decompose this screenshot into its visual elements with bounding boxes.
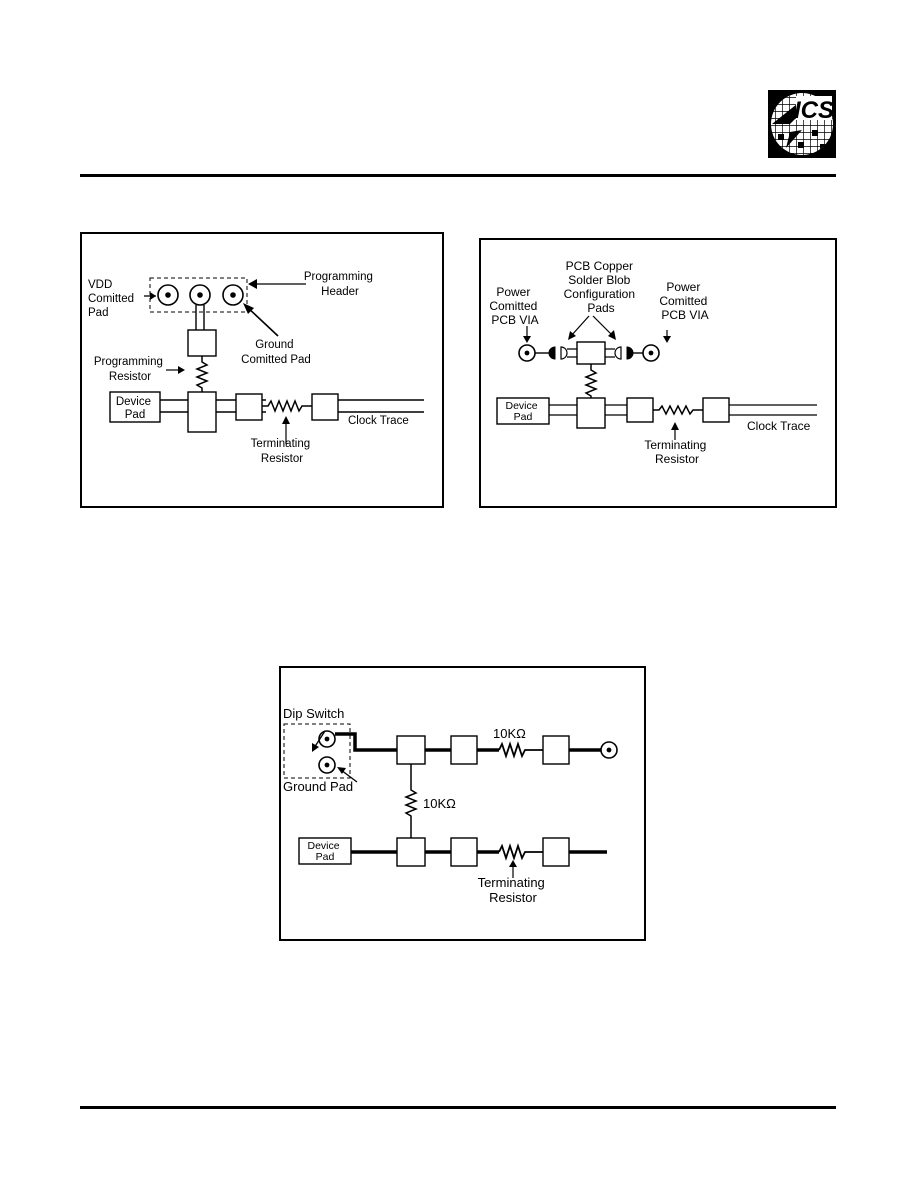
dip-switch-trace bbox=[335, 732, 397, 752]
upper-right-pad bbox=[542, 735, 570, 765]
lower-node-pad bbox=[396, 837, 426, 867]
header-pin-signal bbox=[189, 284, 211, 306]
clock-trace-label: Clock Trace bbox=[747, 419, 811, 433]
ground-comitted-pad-label: Ground Comitted Pad bbox=[241, 339, 311, 366]
configuration-pad-center bbox=[576, 341, 606, 365]
trace-middle bbox=[216, 399, 236, 413]
power-via-left bbox=[518, 344, 536, 362]
ground-arrow bbox=[245, 305, 279, 337]
dip-switch-contact-ground bbox=[318, 756, 336, 774]
header-pin-ground bbox=[222, 284, 244, 306]
power-comitted-via-left-label: Power Comitted PCB VIA bbox=[489, 285, 540, 327]
terminating-resistor-label: Terminating Resistor bbox=[644, 438, 709, 466]
trace-device-left bbox=[160, 399, 188, 413]
terminating-resistor-label: Terminating Resistor bbox=[251, 438, 314, 465]
terminating-resistor bbox=[262, 398, 312, 414]
power-comitted-via-right-label: Power Comitted PCB VIA bbox=[659, 280, 710, 322]
programming-resistor-label: Programming Resistor bbox=[94, 356, 166, 383]
term-left-pad bbox=[235, 393, 263, 421]
dip-switch-label: Dip Switch bbox=[283, 706, 344, 721]
terminating-resistor bbox=[653, 404, 703, 416]
ics-logo: ICS bbox=[768, 90, 836, 158]
node-pad bbox=[576, 397, 606, 429]
trace-clock bbox=[729, 404, 817, 416]
figure-solder-blob-pads: Power Comitted PCB VIA PCB Copper Solder… bbox=[479, 238, 837, 508]
solder-blob-pad-right bbox=[614, 346, 643, 360]
pullup-resistor bbox=[403, 764, 419, 838]
upper-middle-pad bbox=[450, 735, 478, 765]
dip-switch-contact-top bbox=[318, 730, 336, 748]
pcb-copper-pads-label: PCB Copper Solder Blob Configuration Pad… bbox=[564, 259, 639, 315]
term-left-pad bbox=[626, 397, 654, 423]
upper-via bbox=[600, 741, 618, 759]
device-pad-label: Device Pad bbox=[505, 400, 540, 423]
header-trace bbox=[195, 305, 205, 330]
device-pad-box bbox=[298, 837, 352, 865]
upper-node-pad bbox=[396, 735, 426, 765]
vdd-comitted-pad-label: VDD Comitted Pad bbox=[88, 279, 137, 319]
header-pin-vdd bbox=[157, 284, 179, 306]
pullup-resistor-value: 10KΩ bbox=[423, 796, 456, 811]
header-rule bbox=[80, 174, 836, 177]
trace-clock bbox=[338, 399, 424, 413]
device-pad-box bbox=[109, 391, 161, 423]
term-right-pad bbox=[311, 393, 339, 421]
power-via-right bbox=[642, 344, 660, 362]
dip-switch-outline bbox=[283, 723, 351, 779]
footer-rule bbox=[80, 1106, 836, 1109]
figure-programming-header: VDD Comitted Pad Programming Header Grou… bbox=[80, 232, 444, 508]
terminating-resistor bbox=[498, 843, 543, 861]
device-pad-label: Device Pad bbox=[307, 840, 342, 863]
node-pad bbox=[187, 391, 217, 433]
resistor-upper-pad bbox=[187, 329, 217, 357]
device-pad-label: Device Pad bbox=[116, 396, 154, 421]
device-pad-box bbox=[496, 397, 550, 425]
lower-right-pad bbox=[542, 837, 570, 867]
upper-resistor-value: 10KΩ bbox=[493, 726, 526, 741]
configuration-resistor bbox=[583, 364, 599, 398]
terminating-resistor-label: Terminating Resistor bbox=[478, 875, 549, 905]
lower-middle-pad bbox=[450, 837, 478, 867]
programming-header-label: Programming Header bbox=[304, 271, 376, 298]
clock-trace-label: Clock Trace bbox=[348, 415, 409, 427]
term-right-pad bbox=[702, 397, 730, 423]
ground-pad-label: Ground Pad bbox=[283, 779, 353, 794]
logo-text: ICS bbox=[794, 97, 834, 124]
programming-resistor bbox=[194, 356, 210, 392]
solder-blob-pad-left bbox=[543, 346, 568, 360]
figure-dip-switch: Dip Switch Ground Pad 10KΩ 10KΩ Device P… bbox=[279, 666, 646, 941]
upper-resistor bbox=[498, 741, 543, 759]
